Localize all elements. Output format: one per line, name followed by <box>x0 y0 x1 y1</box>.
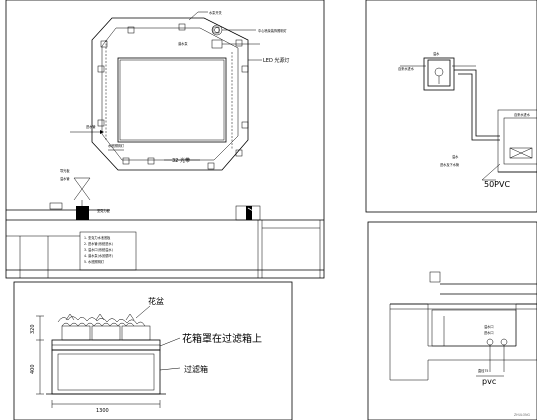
detail-note-2: 进水及下水管 <box>440 162 459 167</box>
dim-400: 400 <box>30 364 36 374</box>
callout-fountain-light: 中心喷泉装饰照明灯 <box>258 28 287 33</box>
legend-item-2: 2. 进水管(系统进水) <box>84 241 113 246</box>
detail-pit <box>423 57 455 91</box>
led-label: LED 光源灯 <box>263 57 289 64</box>
pipe-note: 进水管 <box>86 124 96 129</box>
filter-box <box>51 349 161 395</box>
detail-pipe-spec: 50PVC <box>484 180 510 189</box>
detail-note-1: 溢水 <box>452 154 459 159</box>
legend-item-4: 4. 潜水泵(水景循环) <box>84 253 113 258</box>
legend-item-5: 5. 水底照明灯 <box>84 259 105 264</box>
legend-item-3: 3. 溢水口(系统溢水) <box>84 247 113 252</box>
detail-pump <box>509 147 533 159</box>
basin-interior <box>431 309 517 347</box>
flower-label: 花盆 <box>148 296 164 306</box>
detail-left-label: 自来水进水 <box>398 66 415 71</box>
label-32: 32 光带 <box>172 157 190 164</box>
watermark: ZHULONG <box>514 413 530 417</box>
filter-label: 过滤箱 <box>184 364 208 374</box>
detail-right-label: 自来水进水 <box>514 112 531 117</box>
legend-box: 1. 亚克力水池底板 2. 进水管(系统进水) 3. 溢水口(系统溢水) 4. … <box>79 231 137 271</box>
pool-outline-inner <box>101 27 239 161</box>
side-note-2: 溢水管 <box>60 176 70 181</box>
plan-panel: 水泵开关 中心喷泉装饰照明灯 潜水泵 LED 光源灯 32 光带 进水管 水底照… <box>5 0 325 279</box>
black-block <box>76 206 89 220</box>
lower-note-1: 溢水口 <box>484 324 494 329</box>
callout-pump-switch: 水泵开关 <box>209 10 223 15</box>
small-elevation: 亚克力板 <box>6 177 324 278</box>
fixture-lamps <box>97 23 249 170</box>
lower-right-panel: 溢水口 进水口 直径75 pvc ZHULONG <box>367 221 537 420</box>
elevation-label: 亚克力板 <box>97 208 111 213</box>
filter-hatch <box>57 353 155 391</box>
right-structure <box>235 205 321 278</box>
side-note-1: 导光板 <box>60 168 70 173</box>
detail-title-box: 溢水 <box>433 51 440 56</box>
size-label: 直径75 <box>478 368 488 373</box>
detail-pipe <box>454 69 500 137</box>
plan-panel-frame <box>5 0 325 279</box>
planter-panel-frame <box>13 281 293 420</box>
pump-note: 潜水泵 <box>178 41 188 46</box>
cover-label: 花箱罩在过滤箱上 <box>182 332 262 345</box>
legend-item-1: 1. 亚克力水池底板 <box>84 235 111 240</box>
left-notes: 进水管 水底照明灯 导光板 溢水管 <box>60 124 125 181</box>
dimensions: 320 400 1300 <box>30 315 161 414</box>
center-light-panel-inner <box>119 59 225 141</box>
lower-right-panel-frame <box>367 221 537 420</box>
dim-320: 320 <box>30 324 36 334</box>
detail-panel-frame <box>365 0 537 213</box>
dim-1300: 1300 <box>96 408 109 414</box>
lamp-note: 水底照明灯 <box>108 143 125 148</box>
callout-top: 水泵开关 中心喷泉装饰照明灯 <box>188 10 287 45</box>
basin-wall <box>389 303 537 381</box>
center-light-panel <box>117 57 227 143</box>
pipe-label: pvc <box>482 377 496 386</box>
detail-panel: 溢水 自来水进水 自来水进水 溢水 进水及下水管 50PVC <box>365 0 537 213</box>
lower-note-2: 进水口 <box>484 330 494 335</box>
planter-panel: 花盆 花箱罩在过滤箱上 过滤箱 320 400 1300 <box>13 281 293 420</box>
